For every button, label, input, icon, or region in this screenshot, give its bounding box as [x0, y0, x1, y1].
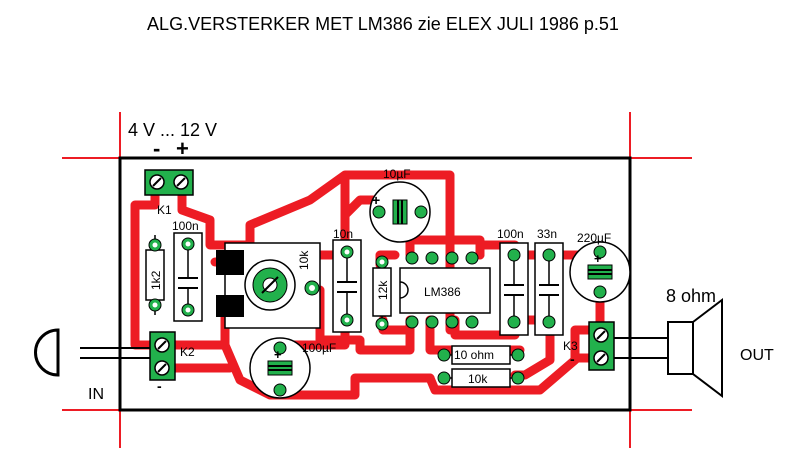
- k2-label: K2: [180, 345, 195, 359]
- r-10k-label: 10k: [468, 372, 488, 386]
- capacitor-100uf: +: [249, 337, 311, 399]
- capacitor-100n-left: [173, 232, 203, 322]
- input-jack-icon: [34, 328, 60, 377]
- input-label: IN: [88, 386, 104, 403]
- supply-minus-label: -: [153, 136, 160, 161]
- c-100n-left-label: 100n: [172, 219, 199, 233]
- c-10n-label: 10n: [333, 227, 353, 241]
- r-1k2-label: 1k2: [149, 270, 163, 290]
- connector-k2: [149, 331, 176, 381]
- resistor-10ohm: [437, 345, 525, 365]
- k3-minus-label: -: [570, 351, 575, 367]
- supply-voltage-label: 4 V ... 12 V: [128, 120, 217, 140]
- svg-text:+: +: [594, 251, 602, 266]
- diagram-title: ALG.VERSTERKER MET LM386 zie ELEX JULI 1…: [147, 14, 619, 34]
- svg-text:+: +: [372, 192, 380, 208]
- r-10ohm-label: 10 ohm: [454, 348, 494, 362]
- supply-plus-label: +: [176, 136, 189, 161]
- copper-traces: [130, 170, 605, 400]
- resistor-10k: [437, 368, 525, 388]
- resistor-1k2: [145, 235, 165, 315]
- capacitor-100n-right: [499, 242, 529, 336]
- c-33n-label: 33n: [537, 227, 557, 241]
- k2-minus-label: -: [157, 378, 162, 394]
- capacitor-10uf: +: [369, 181, 431, 243]
- resistor-12k: [372, 255, 392, 331]
- potentiometer-10k: [216, 242, 321, 329]
- speaker-icon: [667, 297, 723, 399]
- capacitor-33n: [534, 242, 564, 336]
- capacitor-10n: [332, 239, 362, 333]
- k1-label: K1: [157, 203, 172, 217]
- c-100uf-label: 100µF: [302, 341, 336, 355]
- ic-lm386: [399, 251, 491, 329]
- svg-text:+: +: [274, 347, 282, 362]
- r-12k-label: 12k: [376, 280, 390, 300]
- c-100n-right-label: 100n: [497, 227, 524, 241]
- board-outline: [118, 156, 632, 412]
- pot-10k-label: 10k: [297, 250, 311, 270]
- ic-label: LM386: [424, 285, 461, 299]
- c-10uf-label: 10µF: [383, 167, 411, 181]
- speaker-label: 8 ohm: [666, 286, 716, 306]
- k3-label: K3: [563, 339, 578, 353]
- connector-k3: [588, 321, 615, 371]
- c-220uf-label: 220µF: [577, 231, 611, 245]
- connector-k1: [144, 169, 194, 196]
- output-label: OUT: [740, 347, 774, 364]
- capacitor-220uf: +: [569, 241, 631, 303]
